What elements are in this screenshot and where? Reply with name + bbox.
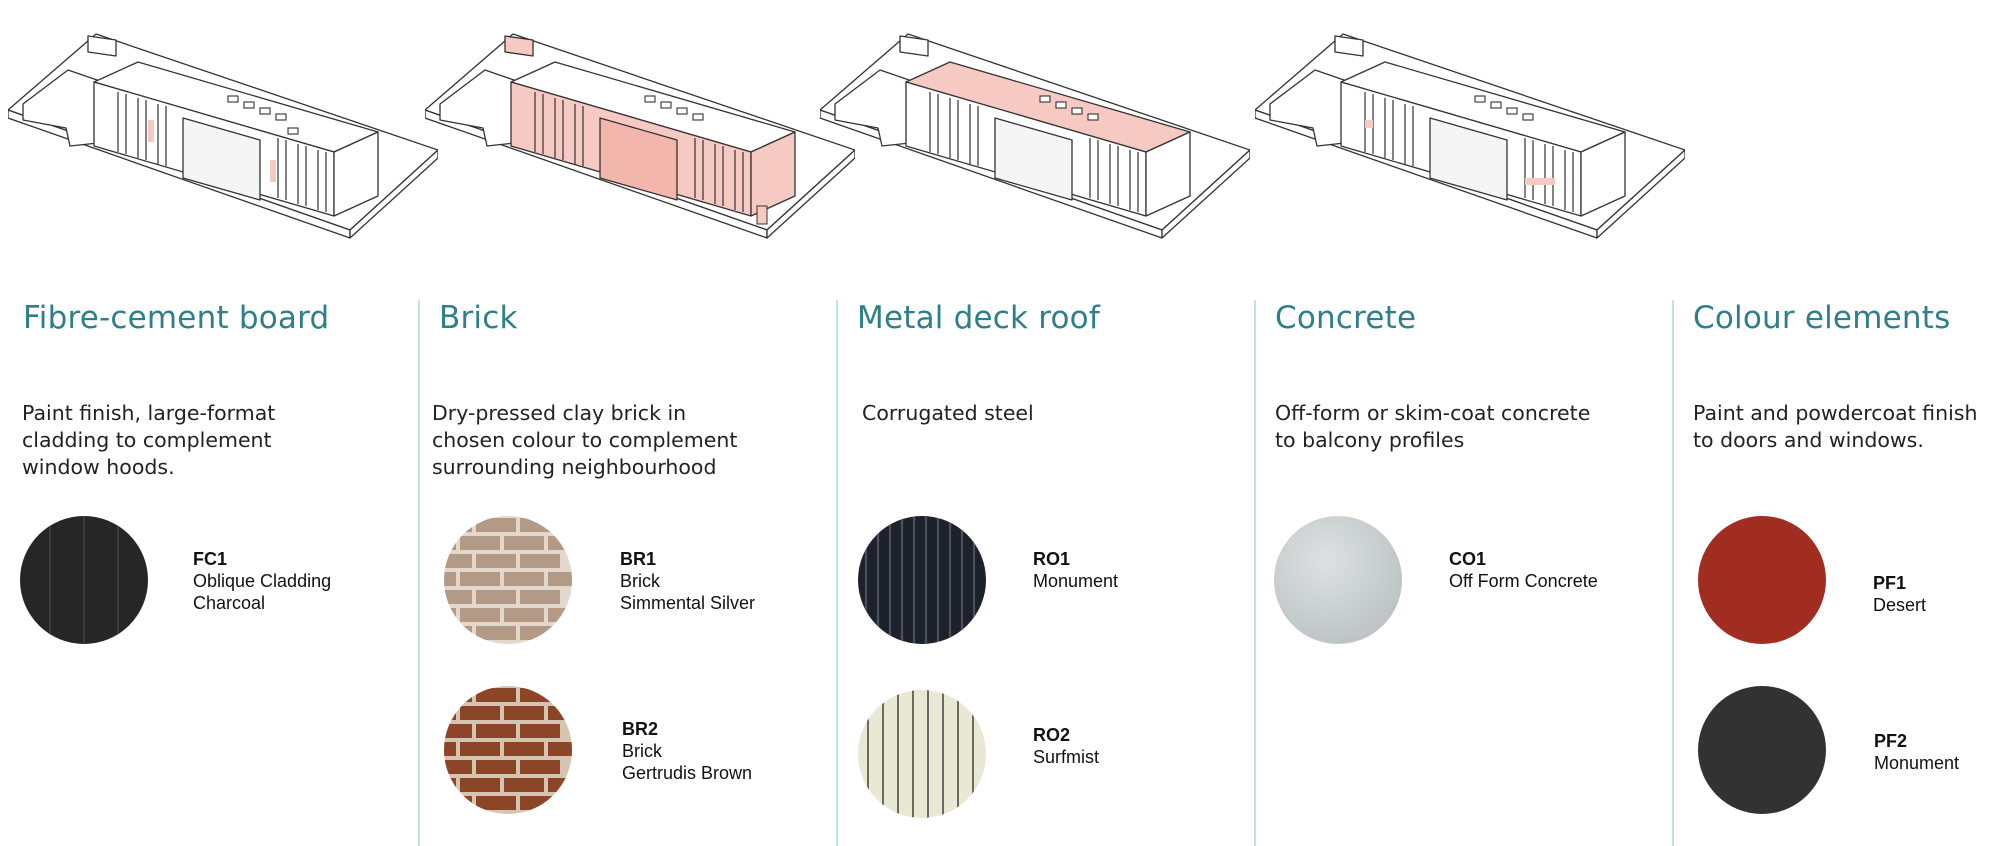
off-form-concrete-swatch [1274,516,1402,644]
isometric-diagram-concrete [1255,33,1685,239]
column-divider [1672,300,1674,846]
column-description: Corrugated steel [862,401,1034,425]
material-label-ro2: RO2 Surfmist [1033,725,1100,767]
material-label-ro1: RO1 Monument [1033,549,1119,591]
charcoal-cladding-swatch [20,516,148,644]
column-divider [1254,300,1256,846]
isometric-diagram-brick [425,33,855,239]
surfmist-corrugated-swatch [858,690,986,818]
monument-grey-swatch [1698,686,1826,814]
column-description: Dry-pressed clay brick in chosen colour … [432,401,738,479]
material-label-pf2: PF2 Monument [1874,731,1960,773]
column-title: Colour elements [1693,300,1951,336]
column-title: Fibre-cement board [23,300,330,336]
column-description: Paint finish, large-format cladding to c… [22,401,276,479]
desert-red-swatch [1698,516,1826,644]
monument-corrugated-swatch [858,516,986,644]
column-title: Metal deck roof [857,300,1100,336]
isometric-diagram-metal-roof [820,33,1250,239]
material-label-br2: BR2 Brick Gertrudis Brown [622,719,753,783]
material-label-pf1: PF1 Desert [1873,573,1927,615]
column-title: Brick [439,300,518,336]
column-title: Concrete [1275,300,1417,336]
column-description: Off-form or skim-coat concrete to balcon… [1275,401,1591,452]
column-description: Paint and powdercoat finish to doors and… [1693,401,1978,452]
isometric-diagram-fibre-cement [8,33,438,239]
material-label-co1: CO1 Off Form Concrete [1449,549,1598,591]
brown-brick-swatch [444,686,572,814]
material-label-br1: BR1 Brick Simmental Silver [620,549,756,613]
column-divider [418,300,420,846]
silver-brick-swatch [444,516,572,644]
material-label-fc1: FC1 Oblique Cladding Charcoal [193,549,332,613]
column-divider [836,300,838,846]
